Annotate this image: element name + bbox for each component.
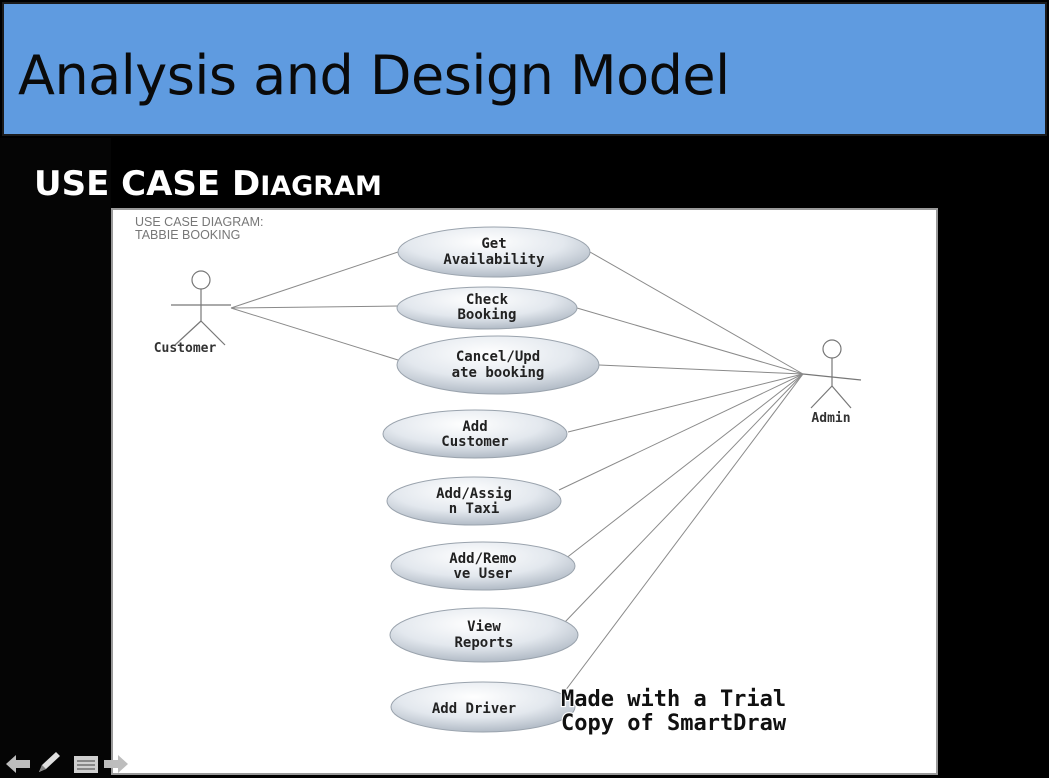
previous-slide-arrow-icon[interactable] (6, 755, 30, 773)
use-case-label-line1: Add/Remo (449, 551, 516, 567)
watermark-line2: Copy of SmartDraw (561, 711, 787, 736)
slide-title: Analysis and Design Model (18, 44, 730, 107)
use-case-label-line1: Check (466, 292, 509, 308)
use-case-label-line2: ate booking (452, 365, 545, 381)
subtitle-rest: IAGRAM (260, 171, 382, 202)
title-bar: Analysis and Design Model (2, 2, 1047, 136)
subtitle-first: USE CASE D (34, 164, 261, 204)
use-case-label-line1: Get (481, 236, 506, 252)
use-case-label-line1: Add (462, 419, 487, 435)
menu-icon[interactable] (74, 756, 98, 773)
next-slide-arrow-icon[interactable] (104, 755, 128, 773)
customer-actor-icon (171, 270, 231, 346)
diagram-header-line2: TABBIE BOOKING (135, 228, 240, 242)
use-case-view-reports: View Reports (389, 607, 579, 663)
use-case-label-line2: Reports (454, 635, 513, 651)
use-case-label-line2: Booking (457, 307, 516, 323)
admin-associations (552, 251, 804, 708)
use-case-diagram: USE CASE DIAGRAM: TABBIE BOOKING (111, 208, 938, 775)
use-case-add-assign-taxi: Add/Assig n Taxi (386, 476, 562, 526)
pen-icon[interactable] (39, 752, 60, 772)
diagram-canvas: USE CASE DIAGRAM: TABBIE BOOKING (135, 215, 862, 737)
watermark-line1: Made with a Trial (561, 687, 786, 712)
use-case-add-customer: Add Customer (382, 409, 568, 459)
use-case-label-line2: Customer (441, 434, 508, 450)
use-case-label-line2: Availability (443, 252, 545, 268)
admin-actor-icon (802, 339, 862, 409)
use-case-label-line1: View (467, 619, 501, 635)
use-case-add-remove-user: Add/Remo ve User (390, 541, 576, 591)
use-case-label-line1: Cancel/Upd (456, 349, 540, 365)
use-case-label-line2: n Taxi (449, 501, 500, 517)
use-case-get-availability: Get Availability (397, 226, 591, 278)
background-panel (0, 138, 111, 778)
customer-label: Customer (154, 341, 217, 356)
use-case-add-driver: Add Driver (390, 681, 576, 733)
use-case-cancel-update-booking: Cancel/Upd ate booking (396, 335, 600, 395)
smartdraw-watermark: Made with a Trial Copy of SmartDraw (560, 686, 788, 737)
slide-nav-controls (4, 752, 134, 774)
use-case-label-line1: Add/Assig (436, 486, 512, 502)
slide-subtitle: USE CASE DIAGRAM (34, 164, 382, 204)
use-case-check-booking: Check Booking (396, 286, 578, 330)
use-case-label: Add Driver (432, 701, 516, 717)
diagram-header-line1: USE CASE DIAGRAM: (135, 215, 264, 229)
customer-associations (230, 251, 399, 361)
use-case-label-line2: ve User (453, 566, 512, 582)
admin-label: Admin (811, 411, 850, 426)
